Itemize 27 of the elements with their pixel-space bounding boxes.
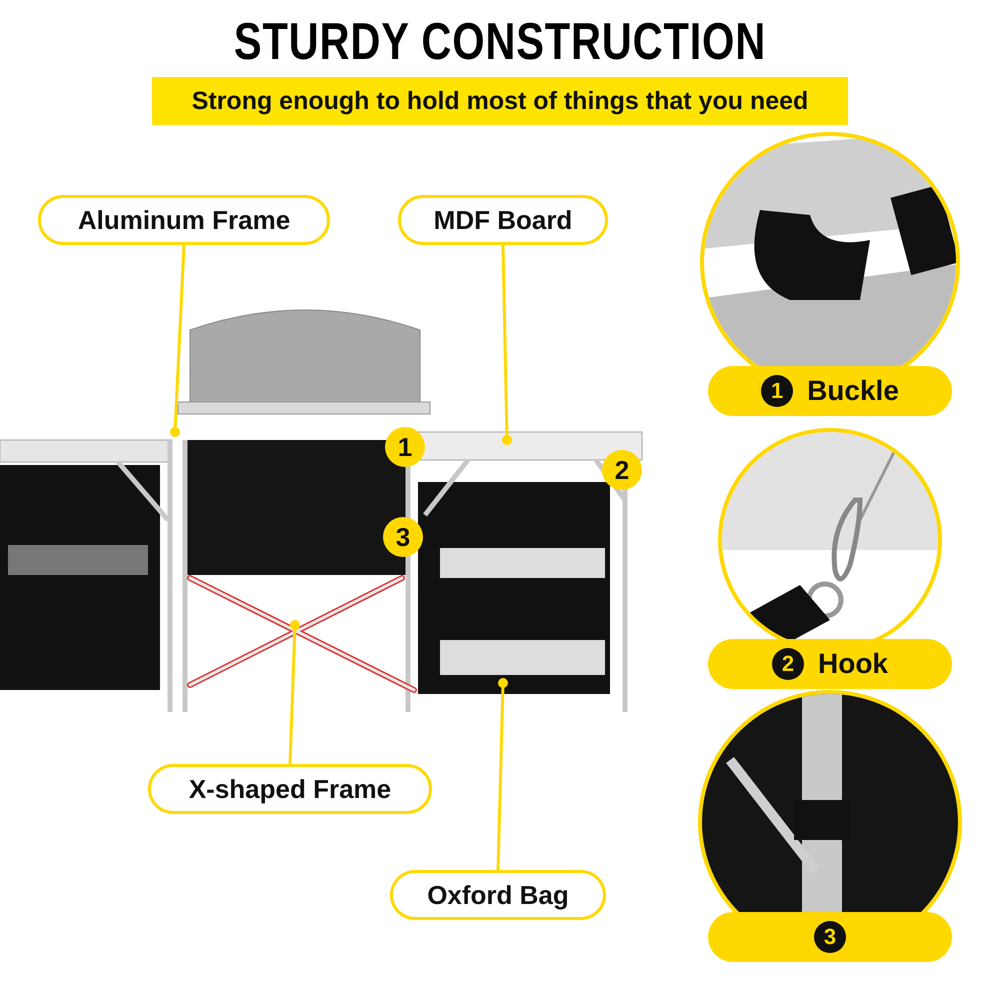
callout-pill [390,870,606,920]
leader-line [502,244,512,445]
callout-pill [38,195,330,245]
callout-number: 2 [614,454,630,486]
feature-label-pill [708,912,952,962]
subtitle: Strong enough to hold most of things that you need [192,86,808,116]
callout-label: Aluminum Frame [78,204,290,236]
number-badge: 2 [772,648,804,680]
callout-pill [398,195,608,245]
title: STURDY CONSTRUCTION [232,12,768,72]
callout-pill [148,764,432,814]
callout-label: Buckle [807,375,899,407]
callout-number: 3 [396,522,410,552]
callout-label: Oxford Bag [427,880,569,910]
feature-label-pill [708,366,952,416]
number-badge: 1 [761,375,794,407]
callout-number-marker [385,427,425,467]
leader-line [288,620,300,764]
callout-label: X-shaped Frame [188,774,392,804]
callout-label: MDF Board [434,204,572,236]
number-badge: 3 [814,921,846,953]
subtitle-band [152,77,848,125]
callout-label: Hook [818,648,888,680]
callout-number: 1 [398,432,412,462]
feature-label-pill [708,639,952,689]
leader-line [496,678,508,870]
leader-line [170,244,186,437]
